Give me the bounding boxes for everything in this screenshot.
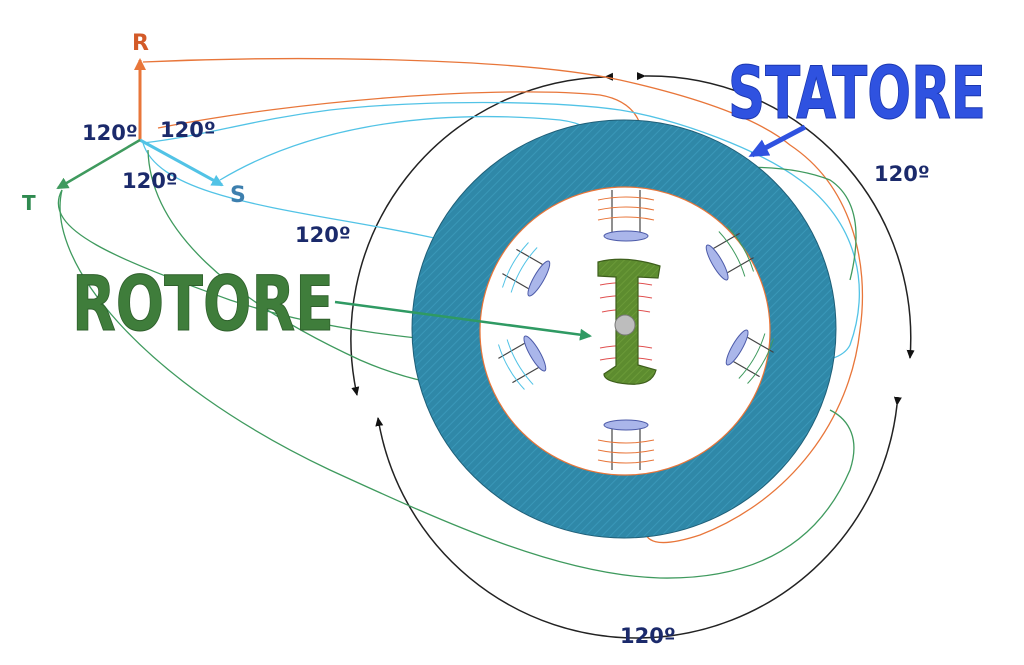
phase-vectors: [56, 58, 224, 190]
phase-t-label: T: [22, 191, 36, 215]
rotor-label: ROTORE: [72, 259, 334, 348]
phase-r-label: R: [132, 31, 149, 56]
arc-top-left: [350, 72, 614, 396]
pole-top: [597, 190, 655, 242]
arc-top-right: [636, 72, 915, 359]
phase-s-label: S: [230, 183, 246, 208]
pole-lower-right: [725, 329, 774, 384]
angle-ring-bottom-label: 120º: [620, 624, 676, 648]
vector-t: [56, 138, 141, 190]
rotor-shaft: [614, 314, 636, 336]
rotor-pointer: [334, 300, 592, 341]
angle-coil-left-label: 120º: [295, 223, 351, 247]
stator-label: STATORE: [728, 51, 986, 135]
pole-lower-left: [498, 335, 547, 390]
stator-pointer: [748, 124, 807, 158]
stator-poles: [498, 190, 774, 470]
vector-s: [139, 138, 224, 187]
angle-rs-label: 120º: [160, 118, 216, 142]
angle-st-label: 120º: [122, 169, 178, 193]
arc-bottom: [375, 396, 902, 639]
angle-rt-label: 120º: [82, 121, 138, 145]
pole-upper-right: [705, 226, 754, 281]
rotation-arcs: [350, 72, 915, 639]
pole-bottom: [597, 419, 655, 470]
angle-ring-right-label: 120º: [874, 162, 930, 186]
pole-upper-left: [502, 242, 551, 297]
rotor: [597, 258, 661, 385]
